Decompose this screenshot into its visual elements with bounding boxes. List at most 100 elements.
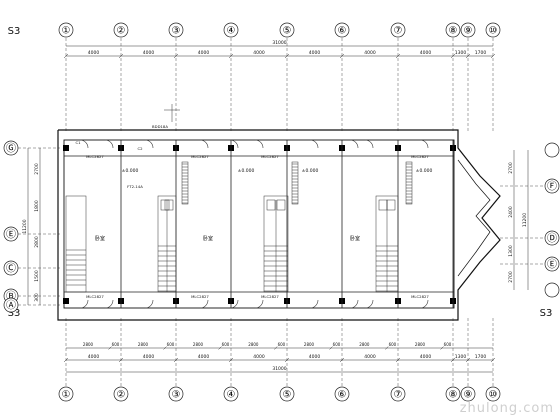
room-label: 卧室 <box>203 235 213 242</box>
dim-tick <box>339 53 345 59</box>
room-label: 卧室 <box>95 235 105 242</box>
bottom-detail-text: 2800 <box>304 342 315 347</box>
left-total-text: 11200 <box>22 219 28 233</box>
door-swing-bottom <box>419 299 429 309</box>
top-axis-bubble-label: ⑥ <box>338 26 347 37</box>
bottom-detail-text: 2800 <box>193 342 204 347</box>
dim-tick <box>385 346 389 350</box>
bottom-total-text: 31000 <box>272 366 286 372</box>
top-axis-bubble-label: ⑦ <box>394 26 403 37</box>
bottom-dim-text: 4000 <box>364 354 376 360</box>
wc-fixture <box>164 199 174 211</box>
top-dim-text: 4000 <box>253 50 265 56</box>
left-dim-text: 300 <box>34 293 40 302</box>
wc-fixture <box>378 199 388 211</box>
bottom-dim-text: 4000 <box>420 354 432 360</box>
exterior-wall <box>57 129 501 321</box>
dim-tick <box>228 53 234 59</box>
top-axis-bubble-circle <box>485 22 501 38</box>
top-axis-bubble-label: ⑩ <box>489 26 498 37</box>
door-label: MLC2827 <box>261 154 279 159</box>
top-dim-text: 4000 <box>198 50 210 56</box>
left-dim-text: 2700 <box>34 163 40 175</box>
dim-tick <box>63 357 69 363</box>
top-axis-bubble-circle <box>334 22 350 38</box>
door-swing-top <box>229 139 239 149</box>
note-label: C1 <box>75 140 81 145</box>
dim-tick <box>465 53 471 59</box>
dim-tick <box>173 53 179 59</box>
dim-tick <box>63 53 69 59</box>
top-axis-bubble-circle <box>223 22 239 38</box>
top-axis-bubble-label: ⑧ <box>449 26 458 37</box>
right-dim-text: 2700 <box>508 162 514 174</box>
duct-shaft <box>181 161 189 205</box>
building-outline <box>57 129 501 321</box>
dim-tick <box>118 53 124 59</box>
dim-tick <box>284 53 290 59</box>
bottom-axis-bubble-label: ⑦ <box>394 390 403 401</box>
bottom-axis-bubble-circle <box>460 386 476 402</box>
note-label: FT2-14A <box>127 184 143 189</box>
dim-tick <box>440 346 444 350</box>
note-label: C2 <box>137 146 143 151</box>
left-dim-text: 1500 <box>34 270 40 282</box>
bottom-dim-text: 1300 <box>455 354 467 360</box>
dim-tick <box>450 53 456 59</box>
dim-tick <box>395 357 401 363</box>
elevation-label: ±0.000 <box>122 168 139 174</box>
room-label: 卧室 <box>350 235 360 242</box>
section-mark-top: S3 <box>8 26 21 37</box>
bottom-detail-text: 2800 <box>83 342 94 347</box>
dim-tick <box>118 357 124 363</box>
door-swing-bottom <box>364 299 374 309</box>
top-axis-bubble-circle <box>58 22 74 38</box>
top-dim-text: 1700 <box>475 50 487 56</box>
dim-tick <box>450 357 456 363</box>
bottom-detail-text: 600 <box>112 342 120 347</box>
bottom-detail-text: 2800 <box>415 342 426 347</box>
column-bottom <box>63 298 69 304</box>
top-dim-text: 4000 <box>88 50 100 56</box>
bottom-axis-bubble-circle <box>485 386 501 402</box>
top-axis-bubble-label: ② <box>117 26 126 37</box>
door-swing-top <box>364 139 374 149</box>
top-dim-text: 4000 <box>420 50 432 56</box>
right-axis-bubble-label: Ⓔ <box>547 259 557 271</box>
bottom-detail-text: 2800 <box>248 342 259 347</box>
duct-shaft <box>291 161 299 205</box>
top-axis-bubble-circle <box>445 22 461 38</box>
bottom-dim-text: 4000 <box>143 354 155 360</box>
dim-tick <box>465 357 471 363</box>
dim-tick <box>490 53 496 59</box>
door-label: MLC2827 <box>191 294 209 299</box>
door-swing-top <box>144 139 154 149</box>
door-swing-bottom <box>229 299 239 309</box>
top-axis-bubble-label: ③ <box>172 26 181 37</box>
bottom-axis-bubble-circle <box>279 386 295 402</box>
right-axis-bubble-label: Ⓓ <box>547 233 557 245</box>
bottom-detail-text: 600 <box>444 342 452 347</box>
dim-tick <box>284 357 290 363</box>
bottom-axis-bubble-circle <box>445 386 461 402</box>
left-axis-bubble-circle <box>3 140 19 156</box>
door-swing-top <box>199 139 209 149</box>
bottom-axis-bubble-label: ⑤ <box>283 390 292 401</box>
left-dim-text: 2800 <box>34 236 40 248</box>
bottom-detail-text: 2800 <box>359 342 370 347</box>
door-swing-bottom <box>199 299 209 309</box>
top-dim-text: 4000 <box>364 50 376 56</box>
bottom-axis-bubble-label: ⑥ <box>338 390 347 401</box>
top-axis-bubble-label: ⑤ <box>283 26 292 37</box>
right-dim-text: 2700 <box>508 271 514 283</box>
elevation-label: ±0.000 <box>302 168 319 174</box>
dim-tick <box>490 357 496 363</box>
bottom-axis-bubble-label: ⑩ <box>489 390 498 401</box>
top-axis-bubble-label: ⑨ <box>464 26 473 37</box>
column-top <box>63 145 69 151</box>
bottom-detail-text: 600 <box>278 342 286 347</box>
bottom-axis-bubble-label: ③ <box>172 390 181 401</box>
note-label: BDD18A <box>152 124 168 129</box>
